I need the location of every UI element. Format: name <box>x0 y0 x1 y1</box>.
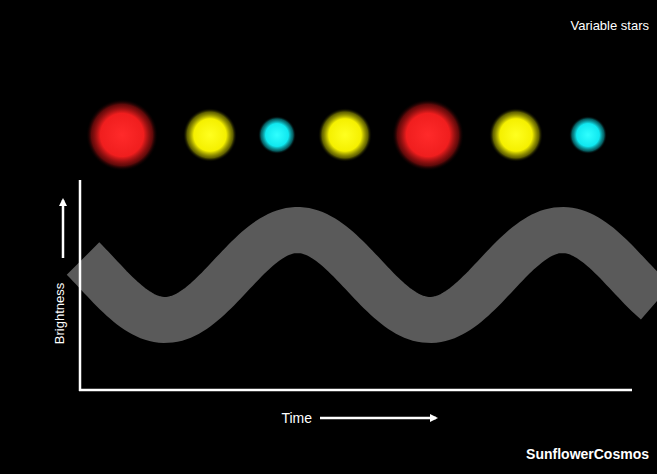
axis-label: Time <box>281 410 312 426</box>
red-star <box>86 99 158 171</box>
yellow-star <box>489 108 543 162</box>
title: Variable stars <box>570 18 649 33</box>
axis-label: Brightness <box>52 282 67 343</box>
yellow-star <box>183 108 237 162</box>
x-axis <box>79 389 632 392</box>
yellow-star <box>318 108 372 162</box>
red-star <box>392 99 464 171</box>
up-arrow <box>62 200 65 258</box>
right-arrow <box>320 417 436 420</box>
watermark: SunflowerCosmos <box>526 446 649 462</box>
cyan-star <box>258 116 296 154</box>
cyan-star <box>569 116 607 154</box>
brightness-curve <box>83 230 656 320</box>
y-axis <box>79 180 82 391</box>
star-row <box>86 99 607 171</box>
